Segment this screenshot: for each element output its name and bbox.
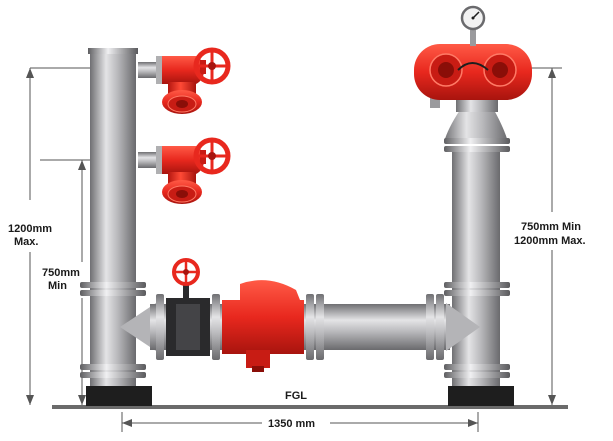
air-release-valve <box>430 96 440 108</box>
valve-outlet-bore <box>176 190 188 198</box>
bottom-dimension: 1350 mm <box>121 412 479 432</box>
check-valve-drain <box>246 350 270 368</box>
left-riser-cap <box>88 48 138 54</box>
ground: FGL <box>52 390 568 409</box>
ground-label: FGL <box>285 390 307 402</box>
hydrant-outlet-left-bore <box>438 62 454 78</box>
dim-right-line2: 1200mm Max. <box>514 235 586 247</box>
check-valve <box>222 280 304 372</box>
pipe-flange <box>212 294 220 360</box>
valve-stub <box>138 152 158 168</box>
left-riser-flange <box>80 364 146 370</box>
arrow-down-icon <box>78 395 86 405</box>
valve-flange <box>156 146 162 174</box>
tee-junction-left <box>120 303 156 351</box>
dim-left-inner-line1: 750mm <box>42 267 80 279</box>
valve-outlet-bore <box>176 100 188 108</box>
dim-bottom-label: 1350 mm <box>268 418 315 430</box>
valve-handwheel-icon[interactable] <box>193 47 231 85</box>
gate-valve-stem <box>183 282 189 300</box>
arrow-up-icon <box>26 68 34 78</box>
valve-handwheel-icon[interactable] <box>193 137 231 175</box>
pipe-flange <box>306 294 314 360</box>
right-pillar-flange <box>444 138 510 144</box>
right-pillar-flange <box>444 364 510 370</box>
check-valve-body <box>222 280 304 354</box>
left-dimensions <box>29 67 92 405</box>
right-pillar-flange <box>444 290 510 296</box>
landing-valve-upper <box>138 47 231 114</box>
dim-right-line1: 750mm Min <box>521 221 581 233</box>
right-pillar-neck <box>456 100 498 112</box>
right-pillar-pipe <box>452 146 500 386</box>
right-base-block <box>448 386 514 406</box>
pressure-gauge-icon <box>460 5 486 31</box>
left-base-block <box>86 386 152 406</box>
left-riser-flange <box>80 372 146 378</box>
arrow-up-icon <box>548 68 556 78</box>
valve-body <box>162 56 204 84</box>
gauge-stem <box>470 30 476 46</box>
ground-line <box>52 405 568 409</box>
landing-valve-lower <box>138 137 231 204</box>
dim-left-outer-line1: 1200mm <box>8 223 52 235</box>
arrow-right-icon <box>468 419 478 427</box>
left-riser <box>80 48 156 406</box>
valve-body <box>162 146 204 174</box>
right-pillar-flange <box>444 372 510 378</box>
left-riser-flange <box>80 282 146 288</box>
pipe-flange <box>316 294 324 360</box>
left-dimension-arrows <box>26 68 86 405</box>
tee-junction-right <box>446 303 480 351</box>
hydrant-outlet-right-bore <box>492 62 508 78</box>
isolation-gate-valve <box>166 258 210 356</box>
valve-handwheel-icon[interactable] <box>172 258 200 286</box>
dim-left-inner-line2: Min <box>48 280 67 292</box>
right-pillar-taper <box>444 110 508 142</box>
check-valve-drain-plug <box>252 366 264 372</box>
pipe-flange <box>426 294 434 360</box>
arrow-down-icon <box>26 395 34 405</box>
valve-flange <box>156 56 162 84</box>
valve-stub <box>138 62 158 78</box>
dim-left-outer-line2: Max. <box>14 236 38 248</box>
right-pillar-flange <box>444 282 510 288</box>
arrow-down-icon <box>548 395 556 405</box>
pipe-flange <box>156 294 164 360</box>
gate-valve-bonnet <box>176 304 200 350</box>
arrow-left-icon <box>122 419 132 427</box>
right-pillar-flange <box>444 146 510 152</box>
outlet-chain <box>457 62 489 71</box>
right-dimension: 750mm Min 1200mm Max. <box>514 67 586 405</box>
pipe-flange <box>436 294 444 360</box>
right-pillar <box>430 96 514 406</box>
arrow-up-icon <box>78 160 86 170</box>
left-riser-pipe <box>90 52 136 392</box>
left-riser-flange <box>80 290 146 296</box>
twin-outlet-hydrant-head <box>414 5 532 100</box>
